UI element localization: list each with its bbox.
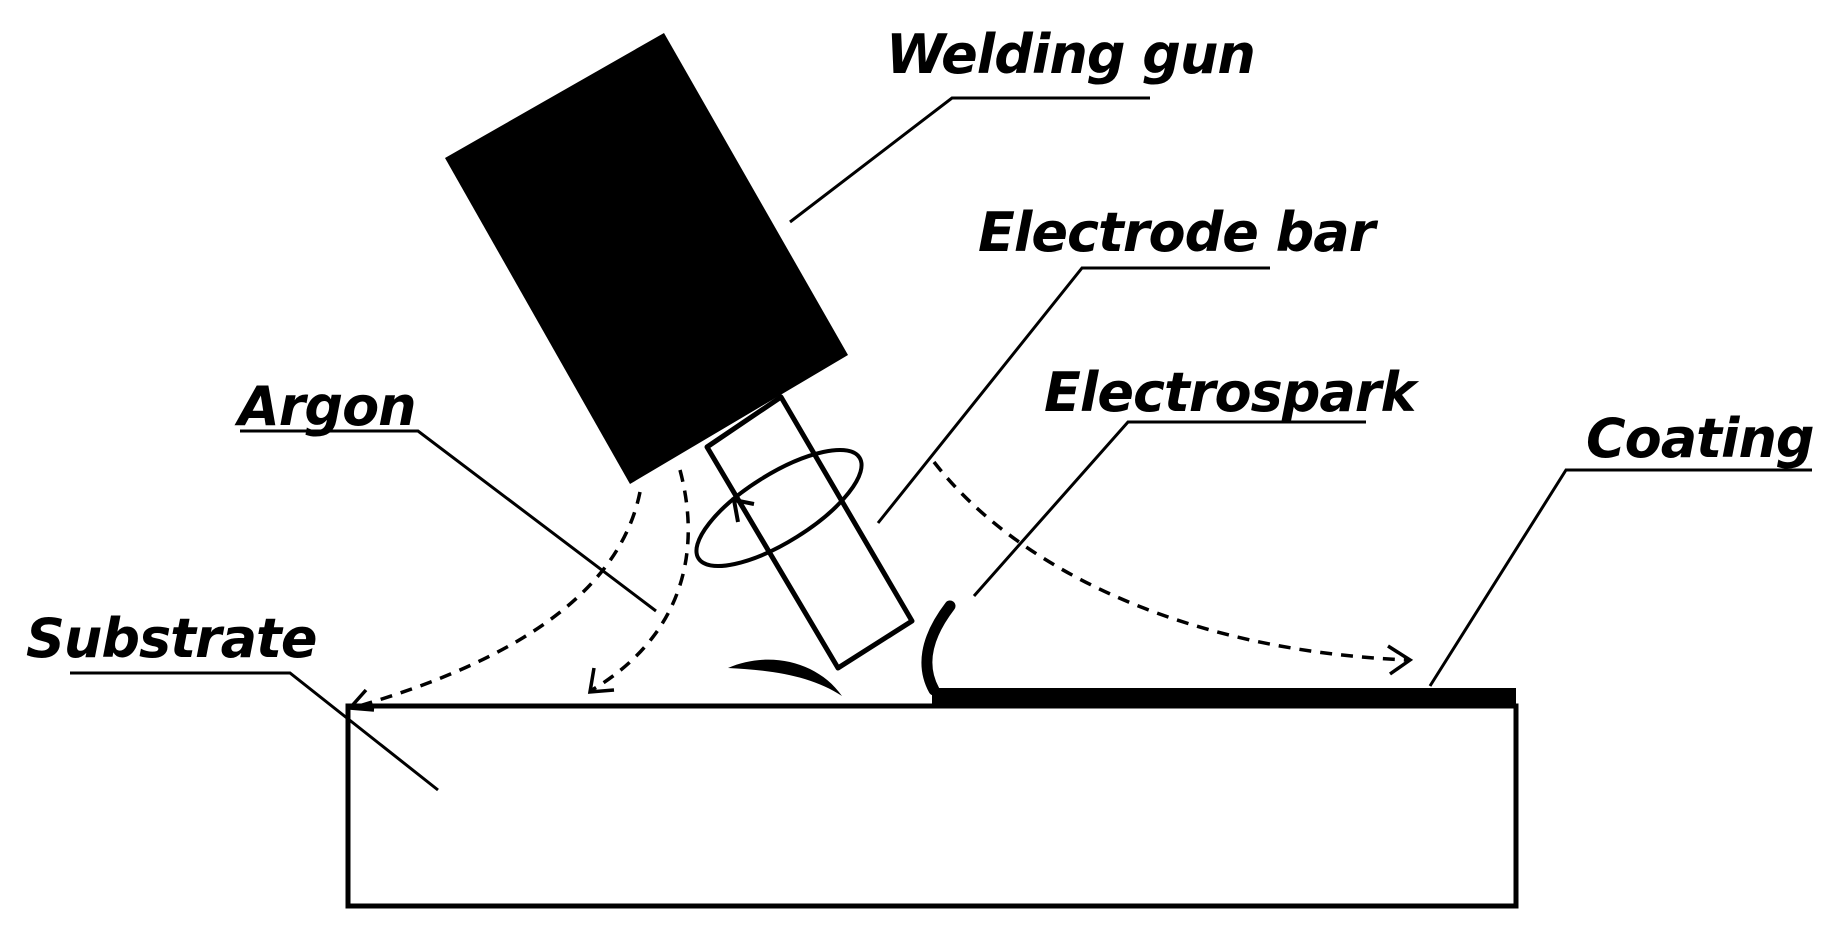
coating-label: Coating bbox=[1586, 407, 1815, 470]
electrospark-label: Electrospark bbox=[1044, 361, 1416, 424]
coating-edge bbox=[921, 600, 956, 696]
spark-spray-arrowhead bbox=[1387, 644, 1414, 676]
coating-layer bbox=[932, 688, 1516, 708]
rotation-indicator bbox=[694, 447, 864, 569]
electrospark-arc bbox=[728, 659, 842, 696]
electrode-bar bbox=[704, 394, 915, 671]
argon-flow-right-arrowhead bbox=[587, 667, 615, 694]
electrode-bar-leader bbox=[876, 266, 1270, 524]
welding-gun-body bbox=[445, 33, 848, 484]
argon-flow-left bbox=[351, 491, 642, 710]
argon-leader bbox=[240, 429, 657, 613]
welding-gun-leader bbox=[789, 96, 1150, 224]
electrospark-leader bbox=[972, 420, 1366, 597]
argon-flow-left-arrowhead bbox=[346, 688, 375, 712]
argon-flow-right bbox=[591, 469, 691, 692]
welding-gun-label: Welding gun bbox=[886, 23, 1256, 86]
argon-label: Argon bbox=[238, 375, 417, 438]
substrate-block bbox=[345, 703, 1519, 909]
substrate-leader bbox=[70, 671, 439, 792]
coating-leader bbox=[1428, 468, 1812, 687]
substrate-label: Substrate bbox=[26, 607, 317, 670]
electrode-bar-label: Electrode bar bbox=[978, 201, 1375, 264]
rotation-arrowhead bbox=[731, 497, 755, 523]
